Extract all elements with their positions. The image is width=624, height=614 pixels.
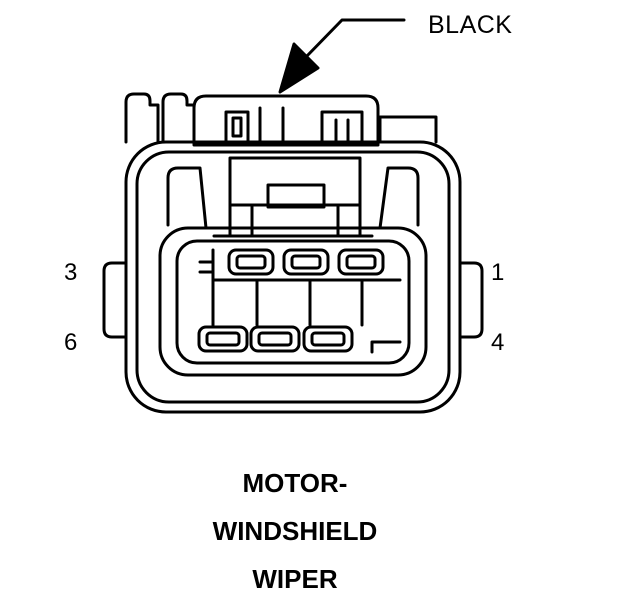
connector-center-latch [212, 156, 374, 238]
component-caption: MOTOR- WINDSHIELD WIPER [0, 470, 590, 614]
terminal-cavities-top-row [227, 248, 385, 276]
connector-diagram [102, 18, 484, 414]
pin-label-3: 3 [64, 259, 78, 286]
pin-label-6: 6 [64, 329, 78, 356]
caption-line-3: WIPER [252, 564, 338, 594]
callout-label-color: BLACK [428, 11, 513, 39]
connector-top-lock [192, 94, 380, 147]
connector-ears [102, 261, 484, 339]
terminal-cavity-3 [227, 248, 275, 276]
caption-line-1: MOTOR- [242, 468, 348, 498]
callout-arrowhead [278, 42, 320, 94]
pin-label-1: 1 [491, 259, 505, 286]
connector-latch-tabs [124, 92, 438, 144]
terminal-cavities-bottom-row [197, 325, 354, 353]
terminal-cavity-4 [302, 325, 354, 353]
terminal-cavity-1 [337, 248, 385, 276]
pin-label-4: 4 [491, 329, 505, 356]
caption-line-2: WINDSHIELD [212, 516, 378, 546]
terminal-cavity-5 [249, 325, 301, 353]
terminal-cavity-2 [282, 248, 330, 276]
callout-leader-line [303, 18, 406, 60]
connector-housing [124, 140, 462, 414]
terminal-cavity-6 [197, 325, 249, 353]
connector-face [158, 226, 428, 377]
